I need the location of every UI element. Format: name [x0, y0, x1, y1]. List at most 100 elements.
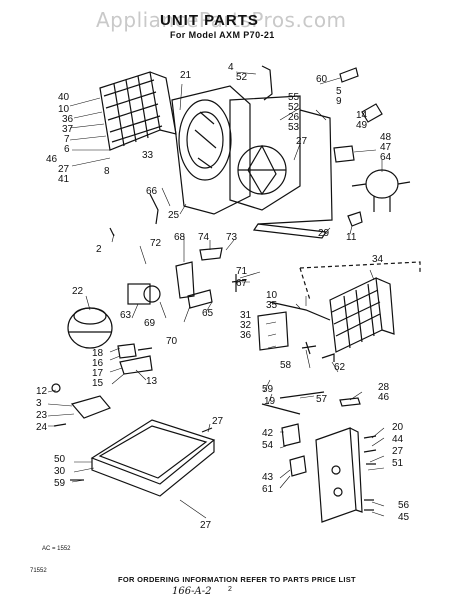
capacitor-47 — [333, 145, 355, 163]
callout: 45 — [398, 512, 410, 523]
control-panel — [315, 427, 363, 523]
callout: 30 — [54, 466, 66, 477]
callout: 55 — [288, 92, 300, 103]
gasket-14 — [361, 103, 383, 123]
tube-67 — [231, 274, 247, 292]
screws-20 — [363, 435, 377, 465]
screw-27 — [201, 427, 213, 433]
callout: 46 — [46, 154, 58, 165]
callout: 7 — [64, 134, 70, 145]
callout: 41 — [58, 174, 70, 185]
callout: 31 — [240, 310, 252, 321]
callout: 10 — [266, 290, 278, 301]
callout: 67 — [236, 278, 248, 289]
callout: 53 — [288, 122, 300, 133]
knob-28 — [339, 397, 361, 407]
callout: 69 — [144, 318, 156, 329]
isolators-16 — [117, 343, 153, 359]
switch-42 — [281, 423, 301, 447]
callout: 35 — [266, 300, 278, 311]
callout: 47 — [380, 142, 392, 153]
callout: 33 — [142, 150, 154, 161]
callout: 28 — [378, 382, 390, 393]
callout: 54 — [262, 440, 274, 451]
callout: 23 — [36, 410, 48, 421]
callout: 40 — [58, 92, 70, 103]
callout: 4 — [228, 62, 234, 73]
callout: 42 — [262, 428, 274, 439]
page-title: UNIT PARTS — [160, 12, 259, 29]
callout: 52 — [236, 72, 248, 83]
callout: 32 — [240, 320, 252, 331]
art-code: AC = 1552 — [42, 546, 71, 552]
mount-bracket-3 — [70, 395, 111, 419]
callout: 16 — [92, 358, 104, 369]
fan-shroud — [171, 85, 251, 215]
capillary-35 — [269, 301, 331, 321]
tube-57 — [279, 391, 325, 399]
callout: 43 — [262, 472, 274, 483]
callout: 34 — [372, 254, 384, 265]
callout: 61 — [262, 484, 274, 495]
ordering-note: FOR ORDERING INFORMATION REFER TO PARTS … — [118, 575, 356, 584]
page-code: 71552 — [30, 568, 47, 574]
callout: 60 — [316, 74, 328, 85]
callout: 20 — [392, 422, 404, 433]
callout: 21 — [180, 70, 192, 81]
callout: 14 — [356, 110, 368, 121]
watermark: AppliancePartsPros.com — [96, 8, 347, 32]
drain-tube-19 — [261, 403, 301, 415]
callout: 13 — [146, 376, 158, 387]
page-number: 2 — [228, 586, 232, 593]
base-pan — [90, 419, 216, 497]
callout: 3 — [36, 398, 42, 409]
switch-43 — [289, 455, 307, 477]
callout: 66 — [146, 186, 158, 197]
callout: 44 — [392, 434, 404, 445]
bracket-71 — [187, 289, 213, 309]
callout: 50 — [54, 454, 66, 465]
callout: 49 — [356, 120, 368, 131]
washer-12 — [51, 383, 61, 393]
clip-62 — [321, 353, 335, 362]
callout: 27 — [58, 164, 70, 175]
callout: 59 — [54, 478, 66, 489]
callout: 52 — [288, 102, 300, 113]
callout: 62 — [334, 362, 346, 373]
callout: 27 — [392, 446, 404, 457]
callout: 70 — [166, 336, 178, 347]
callout: 63 — [120, 310, 132, 321]
callout: 6 — [64, 144, 70, 155]
callout: 8 — [104, 166, 110, 177]
callout: 68 — [174, 232, 186, 243]
screw-24 — [53, 423, 67, 427]
callout: 73 — [226, 232, 238, 243]
handwritten-note: 166-A-2 — [172, 586, 212, 597]
wire-4 — [261, 65, 273, 101]
callout: 27 — [296, 136, 308, 147]
callout: 71 — [236, 266, 248, 277]
callout: 9 — [336, 96, 342, 107]
callout: 12 — [36, 386, 48, 397]
callout: 25 — [168, 210, 180, 221]
callout: 29 — [318, 228, 330, 239]
callout: 58 — [280, 360, 292, 371]
relay-63 — [127, 283, 151, 305]
callout: 17 — [92, 368, 104, 379]
callout: 57 — [316, 394, 328, 405]
knob-11 — [347, 211, 363, 227]
callout: 11 — [346, 232, 357, 243]
thermostat-31 — [257, 311, 289, 351]
bulkhead-and-fan — [229, 95, 333, 239]
callout: 18 — [92, 348, 104, 359]
evaporator-coil — [329, 277, 395, 353]
capacitor-68 — [175, 261, 195, 299]
compressor — [67, 307, 113, 349]
clip-60 — [339, 67, 359, 83]
callout: 19 — [264, 396, 276, 407]
callout: 5 — [336, 86, 342, 97]
callout: 72 — [150, 238, 162, 249]
wire-66 — [149, 193, 159, 225]
callout: 27 — [212, 416, 224, 427]
